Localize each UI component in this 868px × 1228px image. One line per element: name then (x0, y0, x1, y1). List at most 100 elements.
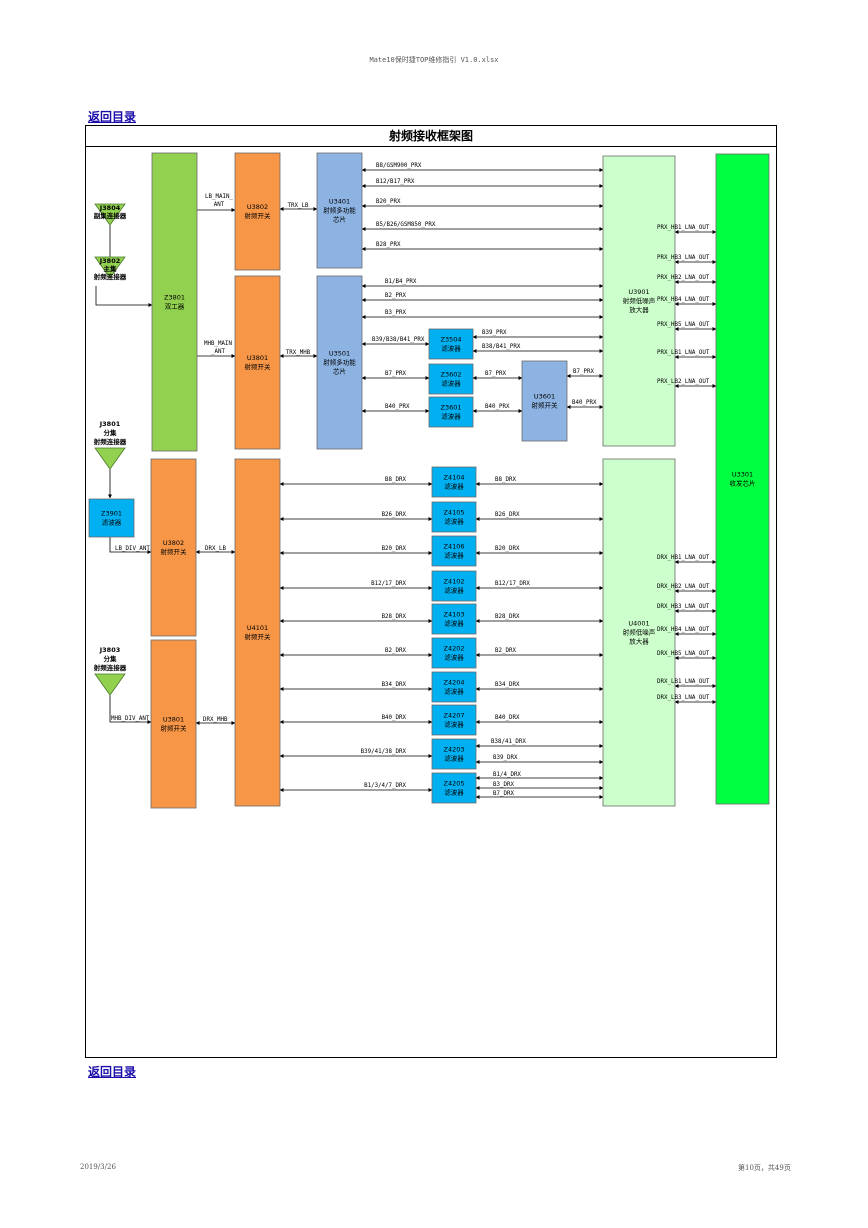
z4105-label: Z4105 (444, 509, 465, 517)
u3401-rect (316, 152, 363, 269)
prx-u3401-label: B5/B26/GSM850_PRX (376, 222, 436, 228)
u3401-label: U3401 (329, 198, 350, 206)
j3802-label: 主集 (104, 264, 118, 273)
z4203-rect (431, 738, 477, 770)
lb-main-ant-label: ANT (214, 202, 225, 208)
z4205-out-label: B1/4_DRX (493, 772, 521, 778)
z4203-out-label: B38/41_DRX (491, 739, 526, 745)
u3801b-label: 射频开关 (161, 724, 188, 733)
z4202-label: Z4202 (444, 645, 465, 653)
z4202-label: 滤波器 (444, 653, 464, 662)
j3802-antenna-shape (94, 256, 126, 279)
prx-lna-out-label: PRX_HB5_LNA_OUT (657, 322, 710, 328)
drx-lna-out-label: DRX_LB3_LNA_OUT (657, 695, 710, 701)
u3802b-label: U3802 (163, 539, 184, 547)
drx-in-label: B34_DRX (382, 682, 407, 688)
u3501-label: 射频多功能 (323, 358, 356, 367)
prx-u3501-label: B1/B4_PRX (385, 279, 417, 285)
z4205-rect (431, 772, 477, 804)
j3803-label: 射频连接器 (93, 663, 127, 672)
z4104-label: 滤波器 (444, 482, 464, 491)
u3802b-label: 射频开关 (161, 547, 188, 556)
z4203-label: 滤波器 (444, 754, 464, 763)
prx-u3501-label: B2_PRX (385, 293, 406, 299)
drx-lna-out-label: DRX_HB2_LNA_OUT (657, 584, 710, 590)
drx-lb-label: DRX_LB (205, 546, 226, 552)
u3801a-label: 射频开关 (245, 362, 272, 371)
drx-out-label: B12/17_DRX (495, 581, 530, 587)
j3804-label: 副集连接器 (94, 211, 127, 220)
prx-u3401-label: B20_PRX (376, 199, 401, 205)
z4204-label: Z4204 (444, 679, 465, 687)
drx-lna-out-label: DRX_HB1_LNA_OUT (657, 555, 710, 561)
z4106-rect (431, 535, 477, 567)
b40-prx-label: B40_PRX (485, 404, 510, 410)
z4205-label: 滤波器 (444, 788, 464, 797)
mhb-div-ant-wire (109, 695, 152, 724)
z3901-label: Z3901 (101, 510, 122, 518)
drx-in-label: B40_DRX (382, 715, 407, 721)
z3601-label: 滤波器 (441, 412, 461, 421)
z4205-out-label: B3_DRX (493, 782, 514, 788)
z4207-label: Z4207 (444, 712, 465, 720)
prx-lna-out-label: PRX_HB1_LNA_OUT (657, 225, 710, 231)
u3901-rect (602, 155, 676, 447)
z4203-label: Z4203 (444, 746, 465, 754)
z3801-label: Z3801 (164, 294, 185, 302)
drx-lna-out-label: DRX_LB1_LNA_OUT (657, 679, 710, 685)
u3501-label: U3501 (329, 350, 350, 358)
z4105-label: 滤波器 (444, 517, 464, 526)
prx-u3501-label: B3_PRX (385, 310, 406, 316)
j3803-label: 分集 (104, 654, 118, 663)
prx-u3401-label: B8/GSM900_PRX (376, 163, 422, 169)
lb-div-ant-label: LB_DIV_ANT (115, 546, 150, 552)
j3801-label: J3801 (99, 420, 121, 428)
drx-in-label: B26_DRX (382, 512, 407, 518)
z4104-rect (431, 466, 477, 498)
u3802a-label: U3802 (247, 203, 268, 211)
j3801-label: 分集 (104, 428, 118, 437)
u3301-rect (715, 153, 770, 805)
drx-lna-out-label: DRX_HB5_LNA_OUT (657, 651, 710, 657)
b39-b38-b41-prx-label: B39/B38/B41_PRX (372, 337, 425, 343)
drx-in-label: B20_DRX (382, 546, 407, 552)
footer-date: 2019/3/26 (80, 1163, 116, 1171)
u3802a-rect (234, 152, 281, 271)
z3801-label: 双工器 (165, 303, 185, 311)
u3401-label: 芯片 (333, 215, 346, 224)
trx-lb-label: TRX_LB (288, 203, 309, 209)
j3803-antenna-shape (94, 673, 126, 696)
z4207-label: 滤波器 (444, 720, 464, 729)
u3801a-label: U3801 (247, 354, 268, 362)
z4102-label: 滤波器 (444, 586, 464, 595)
b40-prx-label: B40_PRX (385, 404, 410, 410)
z3504-rect (428, 328, 474, 360)
j3801-label: 射频连接器 (93, 437, 127, 446)
prx-lna-out-label: PRX_HB2_LNA_OUT (657, 275, 710, 281)
back-to-contents-link-bottom[interactable]: 返回目录 (88, 1065, 137, 1079)
z4106-label: 滤波器 (444, 551, 464, 560)
z4202-rect (431, 637, 477, 669)
u3801b-label: U3801 (163, 716, 184, 724)
b7-prx-label: B7_PRX (573, 369, 594, 375)
trx-mhb-label: TRX_MHB (286, 350, 311, 356)
z3602-label: Z3602 (441, 371, 462, 379)
u4001-label: U4001 (628, 620, 649, 628)
z4203-out-label: B39_DRX (493, 755, 518, 761)
prx-lna-out-label: PRX_LB1_LNA_OUT (657, 350, 710, 356)
b7-prx-label: B7_PRX (385, 371, 406, 377)
back-to-contents-link-top[interactable]: 返回目录 (88, 110, 137, 124)
